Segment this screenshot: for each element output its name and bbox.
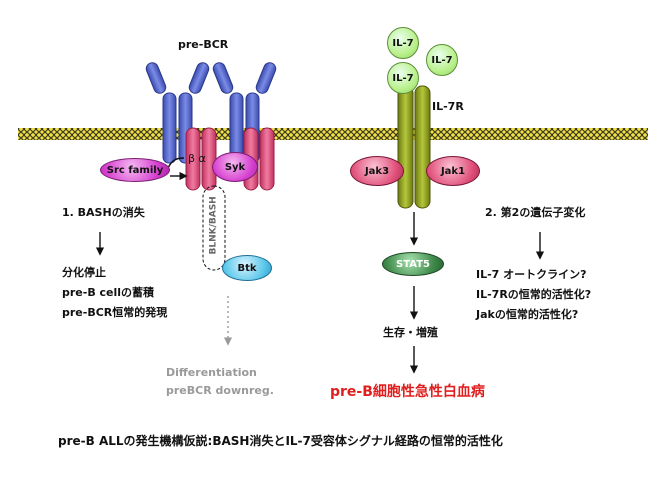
il7-ligand-bound: IL-7 bbox=[387, 62, 419, 94]
figure-caption: pre-B ALLの発生機構仮説:BASH消失とIL-7受容体シグナル経路の恒常… bbox=[58, 434, 503, 448]
cell-membrane bbox=[18, 128, 648, 140]
hypothesis-line-1: IL-7 オートクライン? bbox=[476, 268, 587, 281]
hypothesis-line-3: Jakの恒常的活性化? bbox=[476, 308, 579, 321]
syk-oval: Syk bbox=[212, 152, 258, 182]
src-family-oval: Src family bbox=[100, 158, 170, 182]
jak3-oval: Jak3 bbox=[350, 156, 404, 186]
beta-alpha-label: β α bbox=[188, 152, 206, 165]
il7-ligand-top: IL-7 bbox=[387, 27, 419, 59]
stat5-oval: STAT5 bbox=[382, 252, 444, 276]
pre-bcr-label: pre-BCR bbox=[178, 38, 229, 51]
hypothesis-line-2: IL-7Rの恒常的活性化? bbox=[476, 288, 592, 301]
il7r-label: IL-7R bbox=[432, 100, 464, 113]
blnk-bash-outline bbox=[202, 185, 226, 271]
step1-label: 1. BASHの消失 bbox=[62, 206, 145, 219]
blnk-bash-label: BLNK/BASH bbox=[208, 196, 219, 255]
il7-ligand-right: IL-7 bbox=[426, 44, 458, 76]
jak1-oval: Jak1 bbox=[426, 156, 480, 186]
result-line-1: 分化停止 bbox=[62, 266, 106, 279]
il7-receptor bbox=[397, 85, 431, 209]
btk-oval: Btk bbox=[222, 255, 272, 281]
step2-label: 2. 第2の遺伝子変化 bbox=[485, 206, 586, 219]
differentiation-label: Differentiation bbox=[166, 366, 257, 379]
survival-label: 生存・増殖 bbox=[383, 326, 438, 339]
result-line-3: pre-BCR恒常的発現 bbox=[62, 306, 168, 319]
result-line-2: pre-B cellの蓄積 bbox=[62, 286, 155, 299]
downreg-label: preBCR downreg. bbox=[166, 384, 274, 397]
leukemia-outcome-label: pre-B細胞性急性白血病 bbox=[330, 384, 485, 400]
